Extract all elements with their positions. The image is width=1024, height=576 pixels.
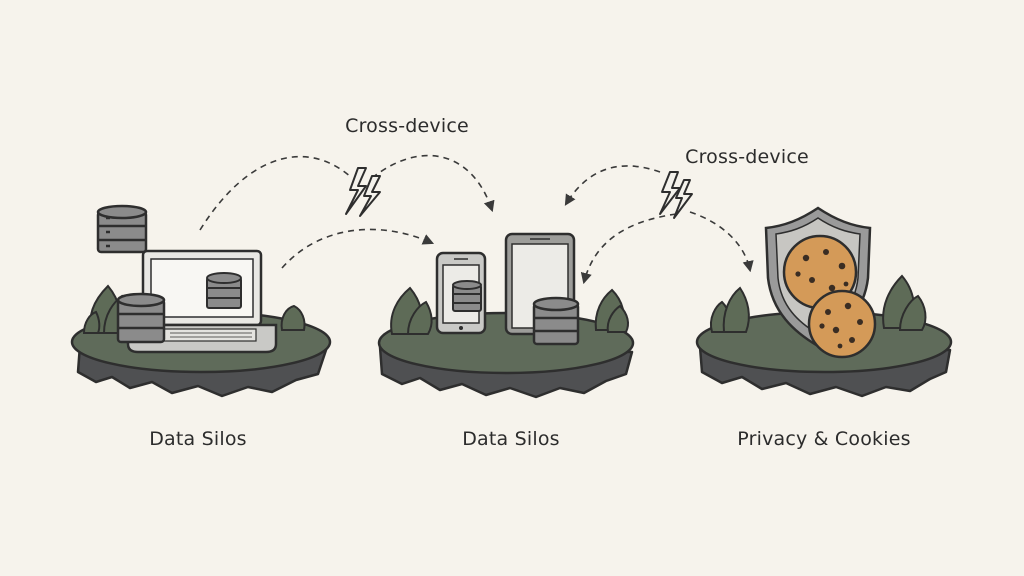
lightning-icon	[659, 171, 693, 219]
database-icon	[452, 280, 482, 312]
arc-label-cross-device: Cross-device	[345, 115, 469, 137]
arc-label-cross-device: Cross-device	[685, 146, 809, 168]
database-icon	[532, 296, 580, 346]
arc-arrow	[689, 211, 754, 273]
lightning-icon	[345, 167, 381, 217]
arc-arrow	[564, 165, 661, 206]
bush-right	[710, 274, 927, 333]
caption-data-silos-left: Data Silos	[149, 428, 247, 450]
database-icon	[116, 292, 166, 344]
arc-arrow	[580, 213, 677, 285]
sync-arrows	[199, 154, 754, 285]
database-icon	[206, 272, 242, 309]
cookie-icon	[807, 289, 877, 359]
cookie-icon	[782, 234, 858, 310]
bush-middle	[390, 286, 629, 335]
database-icon	[96, 204, 148, 254]
caption-privacy-cookies: Privacy & Cookies	[737, 428, 911, 450]
arc-arrow	[199, 156, 353, 231]
arc-arrow	[371, 154, 495, 213]
caption-data-silos-middle: Data Silos	[462, 428, 560, 450]
arc-arrow	[281, 228, 435, 269]
bush-left-2	[280, 304, 306, 331]
